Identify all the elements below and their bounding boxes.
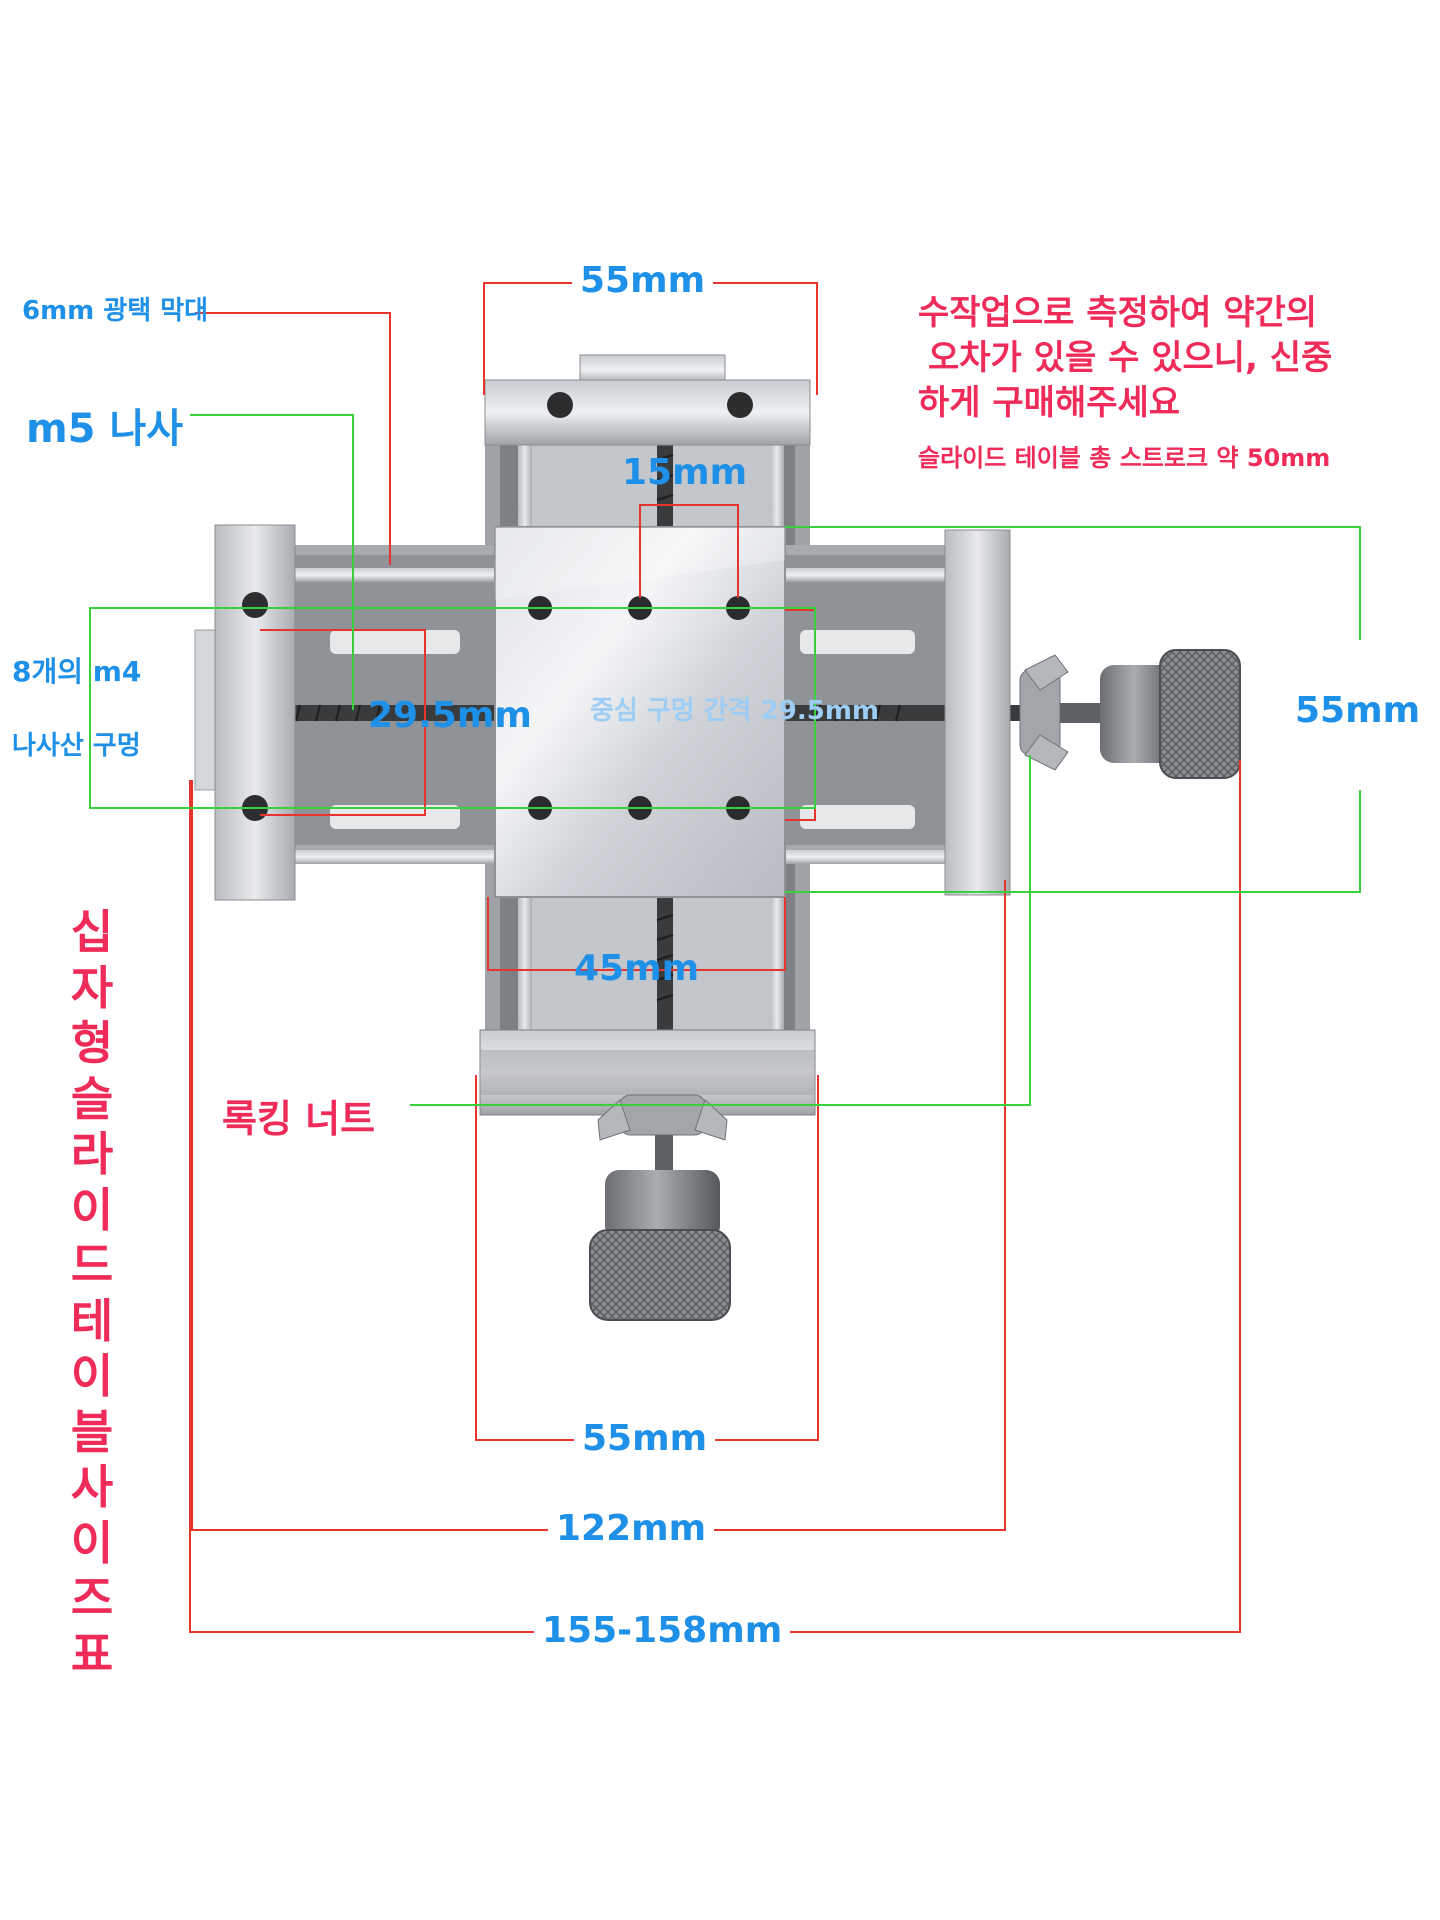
label-rod: 6mm 광택 막대 xyxy=(22,296,209,326)
y-axis-bottom-end-block xyxy=(479,1029,816,1116)
dim-15mm xyxy=(639,504,739,598)
dim-right-55mm-lower xyxy=(785,790,1361,893)
label-total-length: 155-158mm xyxy=(534,1610,791,1651)
note-line-1: 수작업으로 측정하여 약간의 xyxy=(918,293,1318,333)
label-center-spacing: 중심 구멍 간격 29.5mm xyxy=(590,696,880,726)
note-line-3: 하게 구매해주세요 xyxy=(918,383,1181,423)
dim-m5-leader xyxy=(190,414,354,710)
dim-right-55mm xyxy=(785,526,1361,640)
x-axis-right-end-block xyxy=(944,529,1011,896)
x-axis-left-end-block xyxy=(194,524,296,901)
y-axis-top-end-block xyxy=(484,354,811,446)
label-holes-line2: 나사산 구멍 xyxy=(12,731,141,761)
dim-29.5mm xyxy=(260,629,426,816)
label-mid-length: 122mm xyxy=(548,1508,715,1549)
chart-title-vertical: 십자형슬라이드테이블사이즈표 xyxy=(70,905,114,1681)
y-axis-wing-nut xyxy=(597,1094,728,1180)
note-line-4: 슬라이드 테이블 총 스트로크 약 50mm xyxy=(918,444,1331,472)
dim-45mm xyxy=(487,897,786,971)
y-axis-knob xyxy=(589,1170,731,1321)
label-bottom-base: 55mm xyxy=(574,1418,716,1459)
label-platform-width: 45mm xyxy=(574,948,700,989)
label-hole-spacing-x: 15mm xyxy=(622,452,748,493)
dim-locking-nut-leader xyxy=(410,755,1031,1106)
label-hole-spacing-y: 29.5mm xyxy=(368,695,532,736)
dim-rod-leader xyxy=(195,312,391,565)
note-line-2: 오차가 있을 수 있으니, 신중 xyxy=(928,338,1333,378)
label-screw: m5 나사 xyxy=(26,406,184,452)
label-holes-line1: 8개의 m4 xyxy=(12,655,142,688)
dim-holes-box xyxy=(89,607,816,809)
label-locking-nut: 록킹 너트 xyxy=(222,1097,376,1141)
label-right-height: 55mm xyxy=(1295,690,1421,731)
label-top-width: 55mm xyxy=(572,260,714,301)
dimension-lines-green xyxy=(89,414,1361,1106)
x-axis-knob xyxy=(1060,649,1241,779)
